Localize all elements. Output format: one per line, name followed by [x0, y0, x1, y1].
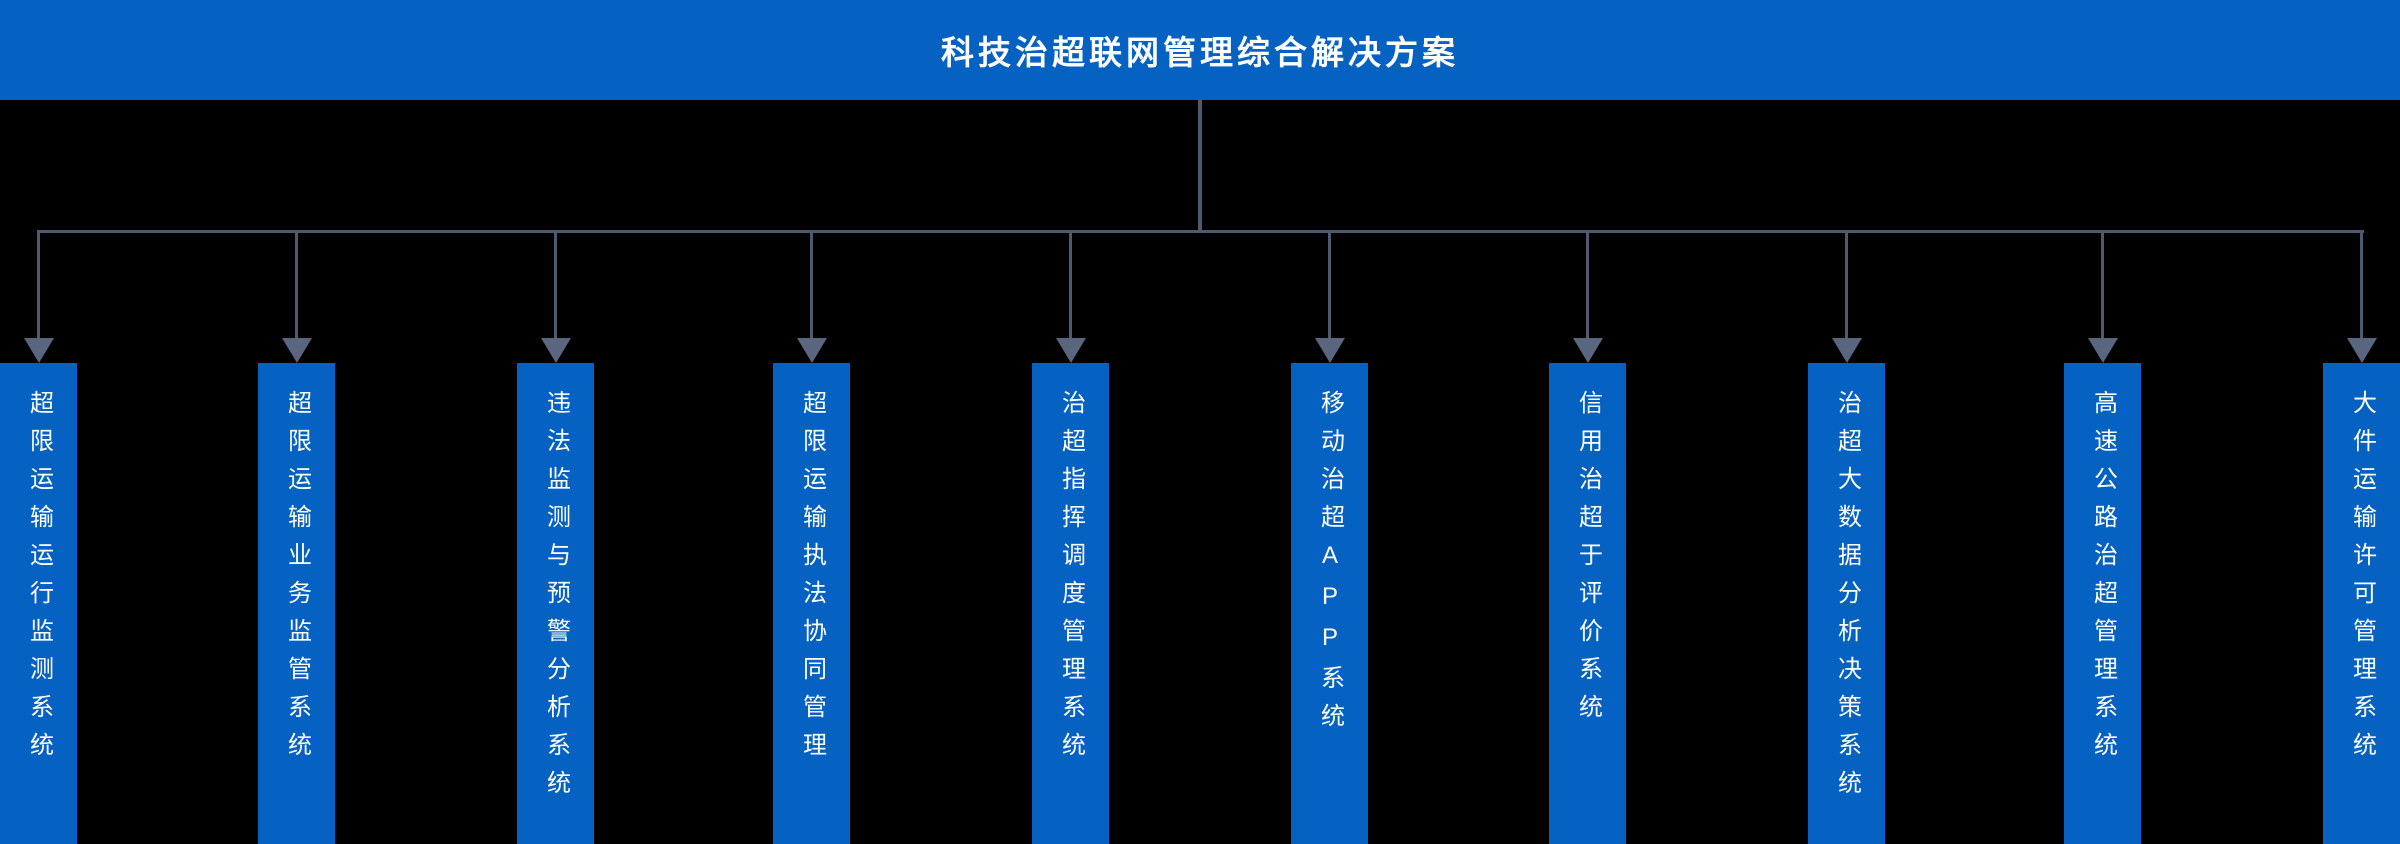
- connector-stem: [1198, 100, 1202, 232]
- connector-drop-line: [554, 230, 557, 342]
- connector-horizontal-line: [37, 230, 2364, 233]
- system-column-label: 超限运输执法协同管理: [798, 390, 826, 770]
- system-column-label: 高速公路治超管理系统: [2089, 390, 2117, 770]
- system-branch: 高速公路治超管理系统: [2064, 230, 2141, 844]
- connector-drop-line: [295, 230, 298, 342]
- system-branch: 违法监测与预警分析系统: [517, 230, 594, 844]
- arrow-down-icon: [1315, 338, 1345, 363]
- arrow-down-icon: [24, 338, 54, 363]
- system-branch: 移动治超APP系统: [1291, 230, 1368, 844]
- system-column: 高速公路治超管理系统: [2064, 363, 2141, 844]
- system-column: 治超大数据分析决策系统: [1808, 363, 1885, 844]
- system-branch: 大件运输许可管理系统: [2323, 230, 2400, 844]
- arrow-down-icon: [1832, 338, 1862, 363]
- system-column: 超限运输业务监管系统: [258, 363, 335, 844]
- system-column-label: 治超指挥调度管理系统: [1057, 390, 1085, 770]
- arrow-down-icon: [1056, 338, 1086, 363]
- connector-drop-line: [1069, 230, 1072, 342]
- arrow-down-icon: [2347, 338, 2377, 363]
- system-column-label: 超限运输运行监测系统: [25, 390, 53, 770]
- arrow-down-icon: [541, 338, 571, 363]
- system-branch: 超限运输执法协同管理: [773, 230, 850, 844]
- connector-drop-line: [37, 230, 40, 342]
- connector-drop-line: [1328, 230, 1331, 342]
- connector-drop-line: [810, 230, 813, 342]
- system-column: 移动治超APP系统: [1291, 363, 1368, 844]
- connector-drop-line: [2101, 230, 2104, 342]
- connector-drop-line: [1845, 230, 1848, 342]
- system-column: 超限运输执法协同管理: [773, 363, 850, 844]
- system-column-label: 移动治超APP系统: [1316, 390, 1344, 741]
- connector-drop-line: [2360, 230, 2363, 342]
- connector-drop-line: [1586, 230, 1589, 342]
- system-column: 违法监测与预警分析系统: [517, 363, 594, 844]
- diagram-title: 科技治超联网管理综合解决方案: [941, 34, 1459, 71]
- system-column-label: 信用治超于评价系统: [1574, 390, 1602, 732]
- system-column: 超限运输运行监测系统: [0, 363, 77, 844]
- arrow-down-icon: [282, 338, 312, 363]
- arrow-down-icon: [797, 338, 827, 363]
- system-column: 信用治超于评价系统: [1549, 363, 1626, 844]
- arrow-down-icon: [1573, 338, 1603, 363]
- system-branch: 治超大数据分析决策系统: [1808, 230, 1885, 844]
- header-bar: 科技治超联网管理综合解决方案: [0, 0, 2400, 100]
- system-column-label: 违法监测与预警分析系统: [542, 390, 570, 808]
- system-column-label: 大件运输许可管理系统: [2348, 390, 2376, 770]
- arrow-down-icon: [2088, 338, 2118, 363]
- system-column: 治超指挥调度管理系统: [1032, 363, 1109, 844]
- system-branch: 信用治超于评价系统: [1549, 230, 1626, 844]
- system-column-label: 治超大数据分析决策系统: [1833, 390, 1861, 808]
- system-column: 大件运输许可管理系统: [2323, 363, 2400, 844]
- system-column-label: 超限运输业务监管系统: [283, 390, 311, 770]
- system-branch: 超限运输业务监管系统: [258, 230, 335, 844]
- system-branch: 治超指挥调度管理系统: [1032, 230, 1109, 844]
- system-branch: 超限运输运行监测系统: [0, 230, 77, 844]
